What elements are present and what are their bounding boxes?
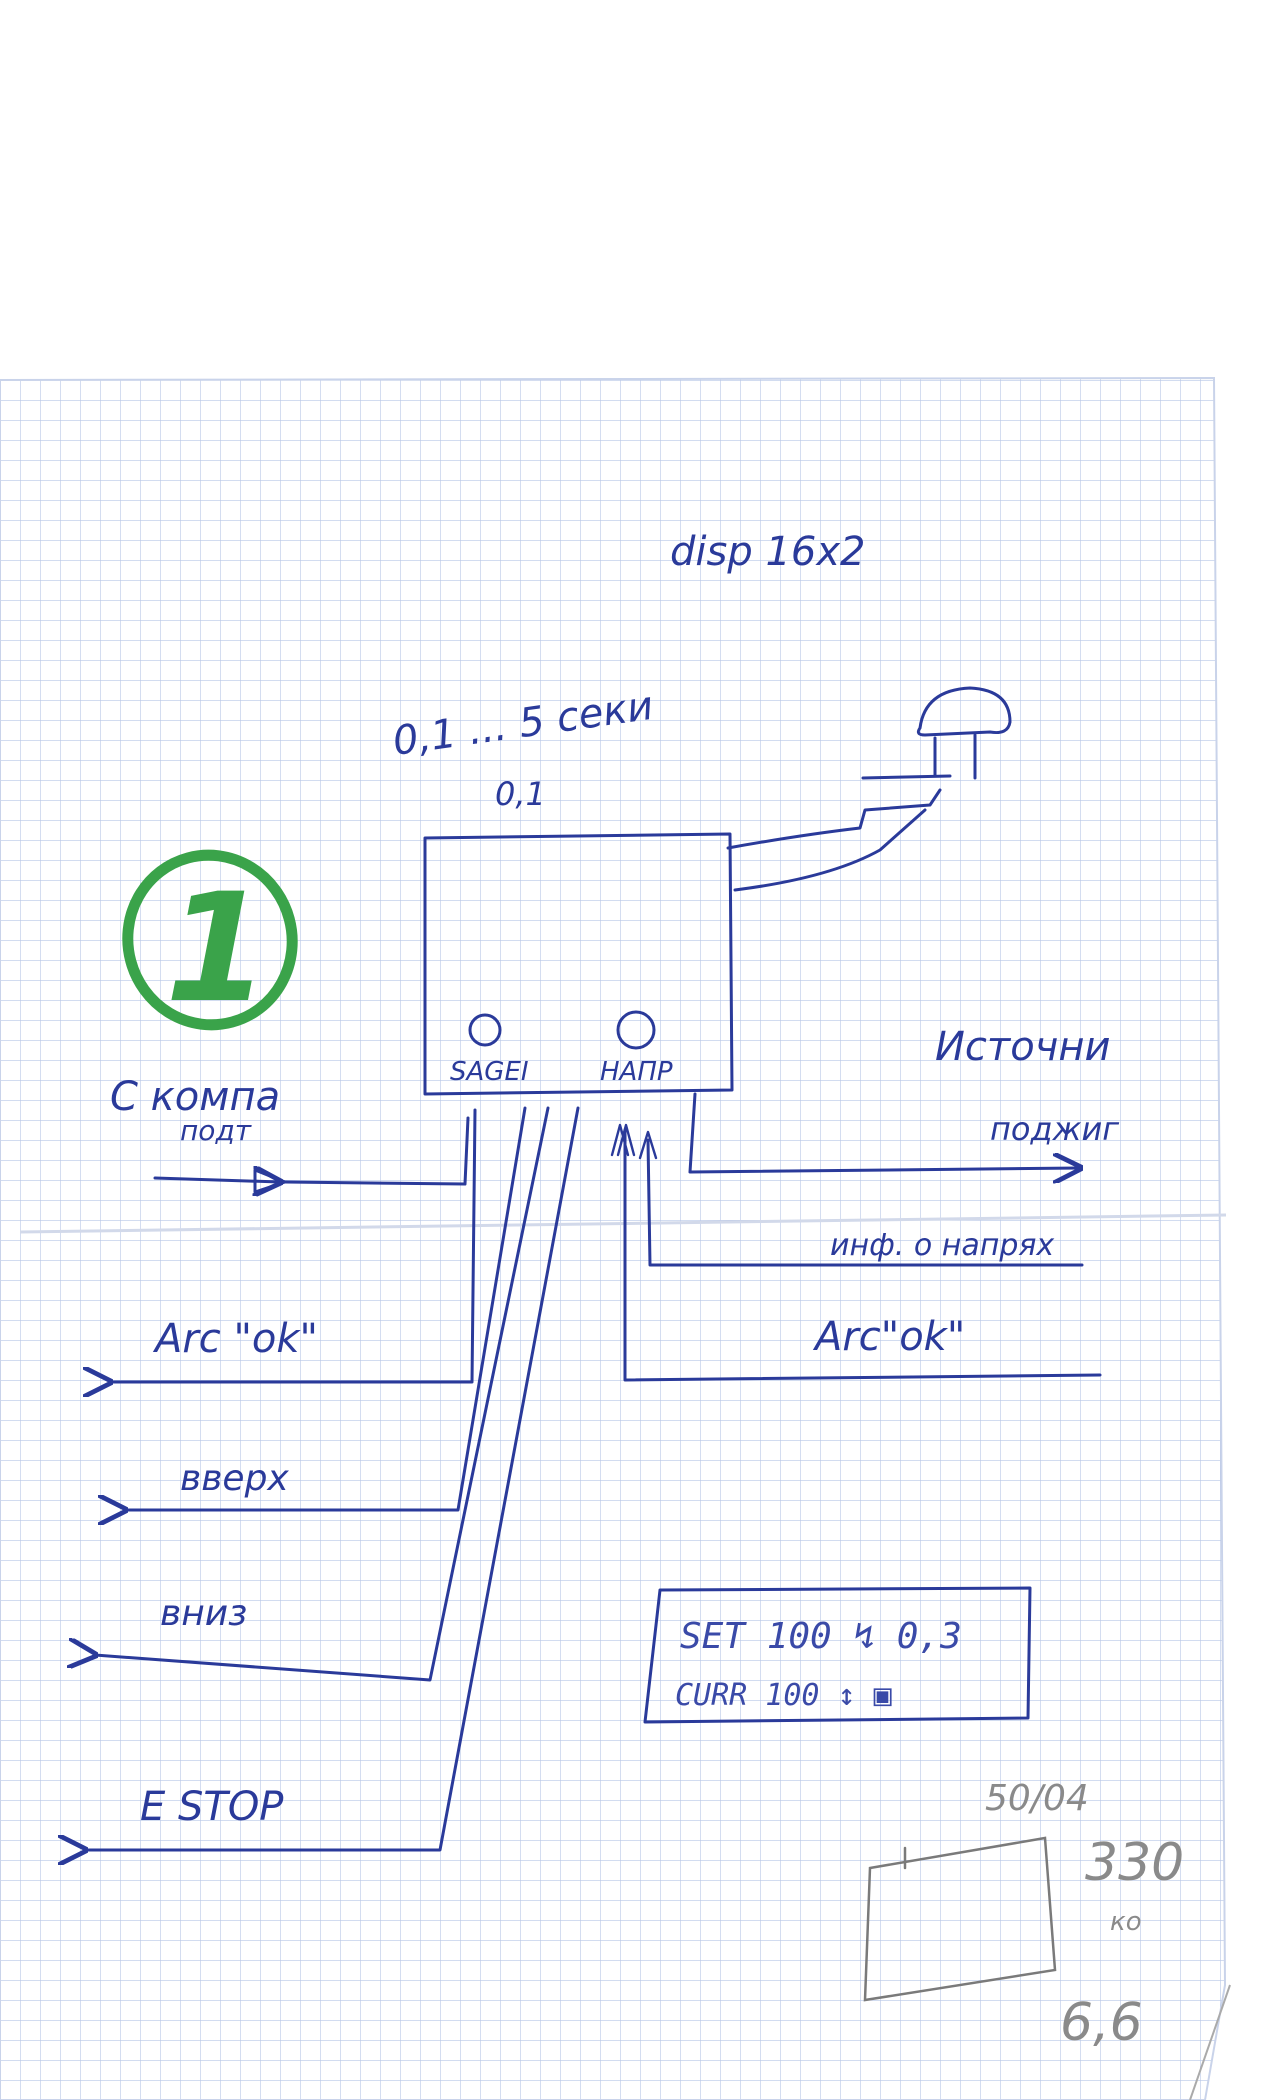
voltage-info-label: инф. о напрях	[830, 1228, 1054, 1263]
estop-label: E STOP	[140, 1784, 284, 1830]
lcd-line-1: SET 100 ↯ 0,3	[680, 1616, 962, 1657]
controller-box: SAGEI НАПР	[423, 832, 734, 1096]
input-label-2: подт	[180, 1114, 252, 1147]
green-number-label: 1	[165, 862, 269, 1036]
pencil-note-4: 6,6	[1060, 1993, 1143, 2053]
ignition-output-line	[688, 1092, 1080, 1172]
pencil-sketch: 50/04 330 ко 6,6	[863, 1778, 1184, 2053]
pencil-note-1: 50/04	[985, 1778, 1089, 1819]
display-label: disp 16x2	[670, 529, 865, 575]
input-label-1: С компа	[110, 1074, 280, 1120]
pencil-note-3: ко	[1110, 1907, 1142, 1937]
lcd-line-2: CURR 100 ↕ ▣	[675, 1678, 892, 1713]
arc-ok-left-label: Arc "ok"	[152, 1316, 318, 1362]
up-label: вверх	[180, 1458, 289, 1499]
knob-right-label: НАПР	[600, 1057, 673, 1087]
lcd-display-sketch: SET 100 ↯ 0,3 CURR 100 ↕ ▣	[643, 1586, 1032, 1724]
mushroom-stop-button-icon	[726, 686, 1012, 892]
green-number-mark: 1	[122, 849, 298, 1036]
down-label: вниз	[160, 1593, 247, 1634]
voltage-knob-icon	[616, 1010, 656, 1050]
source-label-2: поджиг	[990, 1110, 1119, 1148]
input-arrow	[153, 1178, 280, 1182]
source-label-1: Источни	[935, 1024, 1110, 1070]
range-step-label: 0,1	[495, 775, 546, 813]
knob-left-label: SAGEI	[450, 1057, 529, 1087]
current-knob-icon	[468, 1013, 502, 1047]
arc-ok-right-label: Arc"ok"	[812, 1314, 965, 1360]
pencil-note-2: 330	[1085, 1833, 1184, 1893]
